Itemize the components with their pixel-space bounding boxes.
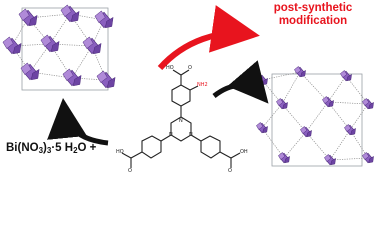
bismuth-cluster — [276, 98, 288, 110]
atom-label: N — [189, 132, 193, 138]
atom-label: O — [228, 168, 232, 174]
bismuth-cluster — [18, 8, 38, 27]
bismuth-cluster — [96, 70, 116, 89]
atom-label: HO — [116, 149, 124, 155]
bismuth-cluster — [82, 36, 102, 55]
triazine-ring — [170, 116, 192, 142]
bismuth-cluster — [344, 124, 356, 136]
bismuth-cluster — [20, 62, 40, 81]
post-synthetic-arrow — [157, 5, 260, 71]
bismuth-cluster — [340, 70, 352, 82]
linker-bond — [329, 129, 351, 161]
atom-label: N — [179, 118, 183, 124]
bismuth-cluster — [362, 98, 374, 110]
linker-bond — [71, 45, 93, 79]
bismuth-cluster — [40, 34, 60, 53]
bismuth-cluster — [322, 96, 334, 108]
linker-bond — [345, 75, 369, 105]
linker-bond — [29, 43, 51, 73]
linker-bond — [329, 157, 369, 161]
synthesis-arrow-left — [47, 98, 109, 146]
atom-label: O — [188, 65, 192, 71]
linker-bond — [349, 103, 369, 131]
synthesis-arrow-right — [212, 60, 269, 104]
bismuth-cluster — [60, 4, 80, 23]
bismuth-cluster — [62, 68, 82, 87]
bismuth-cluster — [256, 74, 268, 86]
linker-bond — [261, 71, 301, 81]
bismuth-cluster — [2, 36, 22, 55]
bismuth-cluster — [362, 152, 374, 164]
bismuth-cluster — [300, 126, 312, 138]
bismuth-cluster — [94, 10, 114, 29]
figure-canvas — [2, 4, 374, 168]
ligand-structure — [121, 69, 241, 168]
benzene-ring-left — [141, 135, 162, 159]
mof-structure-left — [2, 4, 116, 91]
linker-bond — [299, 71, 329, 103]
benzene-ring-top — [171, 84, 191, 107]
linker-bond — [305, 101, 329, 133]
linker-bond — [261, 103, 283, 129]
linker-bond — [349, 129, 369, 159]
linker-bond — [327, 75, 347, 103]
atom-label: O — [128, 168, 132, 174]
bismuth-cluster — [256, 122, 268, 134]
bismuth-nitrate-label: Bi(NO3)3·5 H2O + — [6, 142, 97, 155]
unit-cell-box — [271, 73, 363, 167]
linker-bond — [283, 131, 307, 159]
bismuth-cluster — [294, 66, 306, 78]
bismuth-cluster — [324, 154, 336, 166]
benzene-ring-right — [200, 135, 221, 159]
atom-label: HO — [166, 65, 174, 71]
graphical-abstract: HO O NH2 HO O OH O N N N Bi(NO3)3·5 H2O … — [2, 2, 374, 174]
atom-label: OH — [240, 149, 248, 155]
linker-bond — [327, 101, 351, 131]
bismuth-cluster — [278, 152, 290, 164]
linker-bond — [281, 71, 301, 105]
mof-structure-right — [256, 66, 374, 167]
post-synthetic-modification-label: post-synthetic modification — [273, 2, 353, 27]
amine-label: NH2 — [197, 82, 208, 88]
atom-label: N — [169, 132, 173, 138]
linker-bond — [327, 101, 369, 105]
